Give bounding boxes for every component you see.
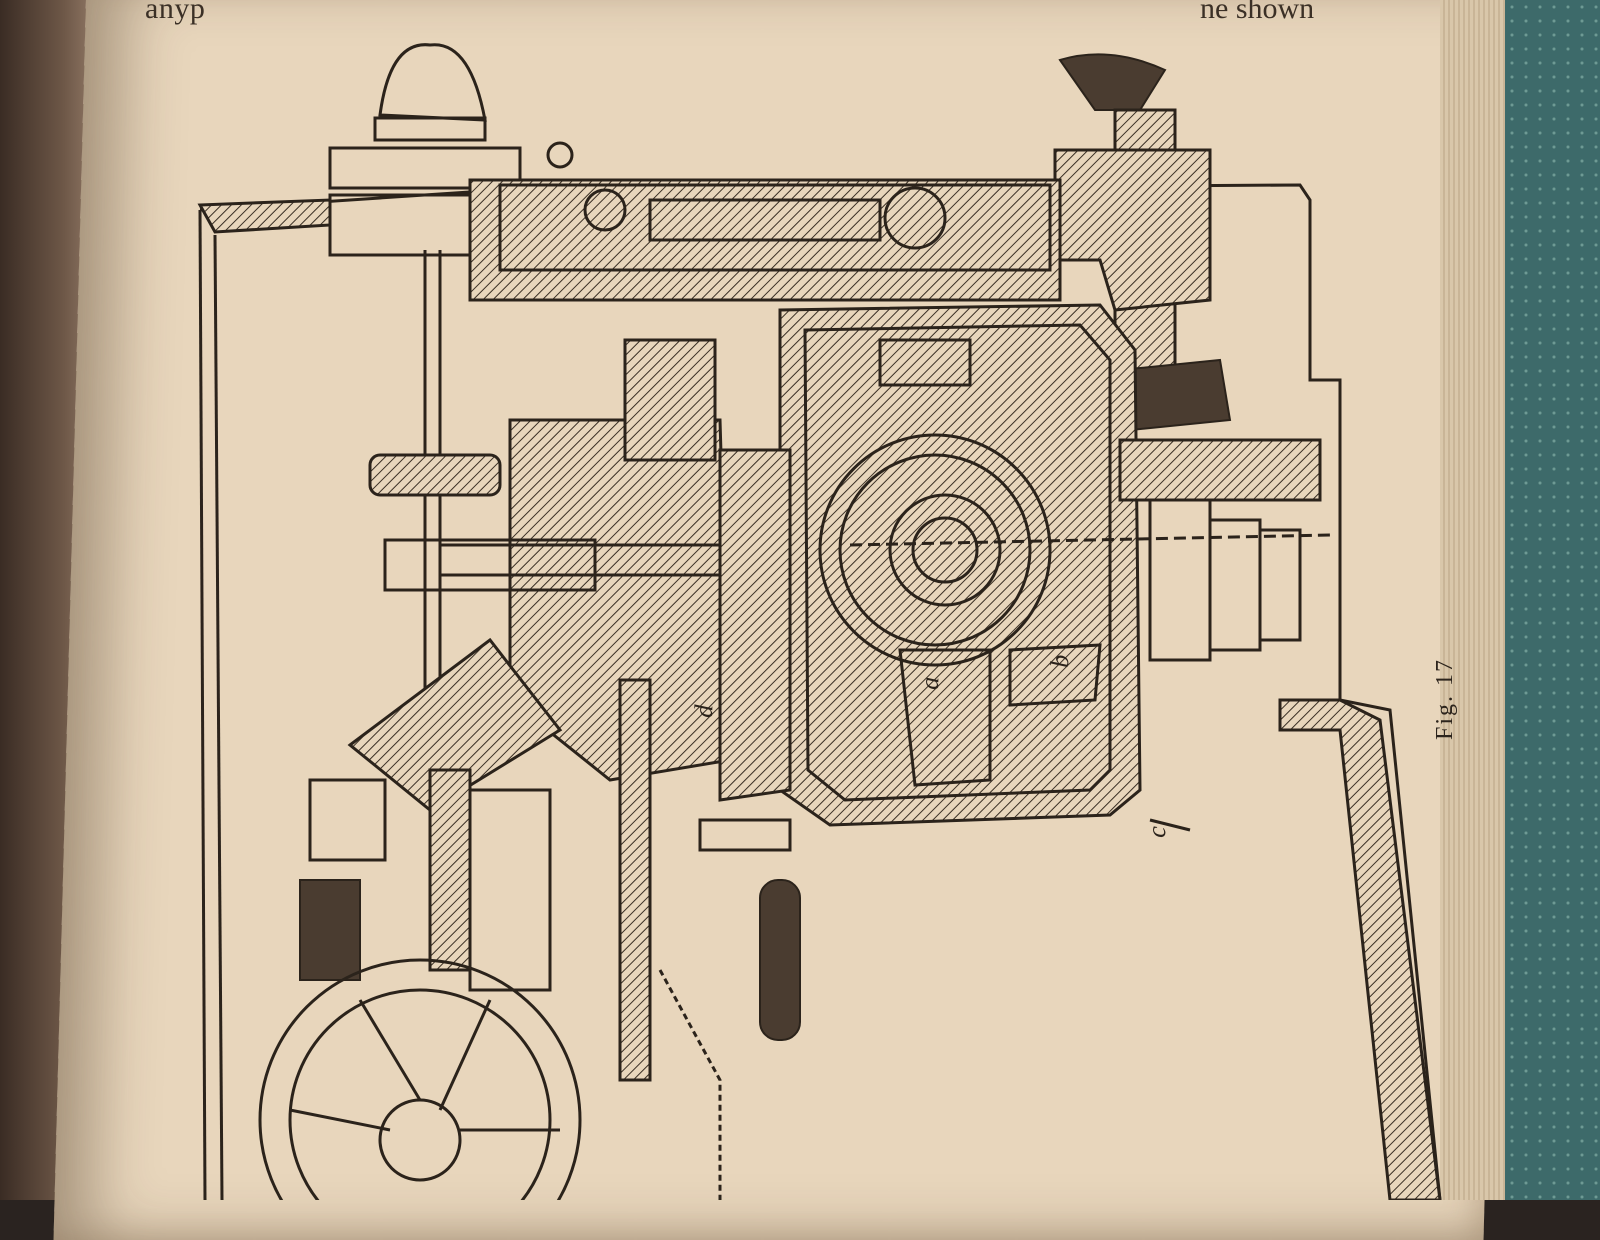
page-edges xyxy=(1440,0,1510,1200)
part-label-b: b xyxy=(1045,654,1074,668)
top-crossbar xyxy=(468,141,1062,302)
running-text-right: ne shown xyxy=(1200,0,1315,25)
central-housing xyxy=(778,303,1331,827)
flywheel xyxy=(258,958,582,1200)
running-text-left: anyp xyxy=(145,0,206,25)
lower-gears xyxy=(299,678,801,1200)
book-cover-cloth xyxy=(1505,0,1600,1200)
part-label-d: d xyxy=(689,703,718,718)
left-mechanism xyxy=(347,338,792,812)
mechanical-drawing: a b c d xyxy=(200,43,1442,1200)
part-label-c: c xyxy=(1142,825,1171,838)
figure-caption: Fig. 17 xyxy=(1432,657,1458,740)
part-label-a: a xyxy=(915,676,944,690)
right-gears xyxy=(1118,438,1442,1200)
left-knob xyxy=(328,43,522,257)
